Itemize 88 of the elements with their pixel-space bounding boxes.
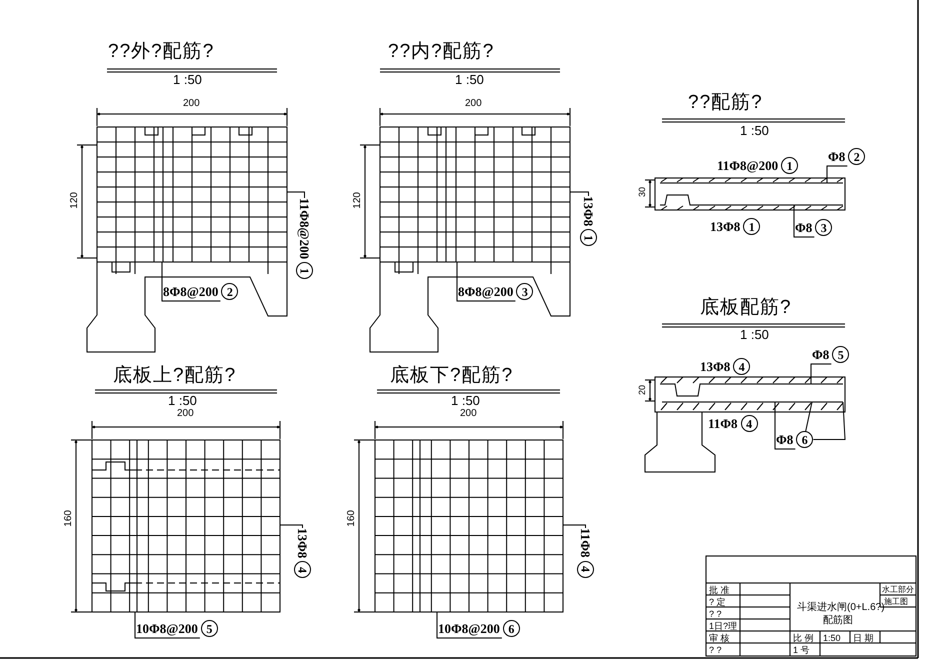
rebar-grid-drawing	[374, 440, 564, 612]
title-block-text: 1 号	[793, 646, 810, 655]
title-block-text: 1日?理	[709, 622, 738, 631]
rebar-line	[660, 182, 844, 184]
title-block-text: 比 例	[793, 634, 814, 643]
rebar-label: Φ8	[795, 221, 812, 234]
dimension-label: 200	[460, 409, 477, 419]
leader-line	[810, 364, 832, 384]
callout-number: 1	[580, 229, 597, 246]
rebar-label: 11Φ8	[708, 417, 738, 430]
leader-line	[570, 192, 589, 196]
rebar-line	[660, 194, 844, 206]
dimension-label: 20	[638, 385, 647, 396]
callout-number: 1	[296, 262, 313, 280]
rebar-grid-drawing	[92, 440, 280, 612]
callout-number: 3	[815, 219, 832, 236]
leader-line	[812, 402, 846, 440]
leader-line	[826, 166, 848, 184]
scale-label: 1 :50	[740, 124, 769, 137]
callout-number: 4	[577, 560, 594, 578]
title-block-text: ? ?	[709, 610, 722, 619]
callout-number: 6	[796, 431, 814, 448]
scale-label: 1 :50	[740, 328, 769, 341]
rebar-label: 13Φ8	[296, 528, 309, 558]
rebar-line	[660, 384, 844, 396]
rebar-label: 13Φ8	[700, 360, 730, 373]
scale-label: 1 :50	[451, 394, 480, 407]
callout-number: 1	[781, 157, 798, 174]
scale-label: 1 :50	[168, 394, 197, 407]
callout-number: 5	[200, 620, 218, 637]
rebar-label: 13Φ8	[582, 196, 595, 226]
title-block-text: 审 核	[709, 634, 730, 643]
callout-number: 4	[294, 561, 311, 578]
rebar-label: 11Φ8@200	[717, 159, 778, 172]
drawing-title: ??配筋?	[688, 93, 763, 112]
leader-line	[436, 612, 502, 638]
dimension-label: 160	[64, 510, 74, 527]
title-block-text: ? 定	[709, 598, 726, 607]
leader-line	[286, 192, 305, 198]
title-block-text: 施工图	[884, 598, 908, 606]
title-block-text: 日 期	[853, 634, 874, 643]
drawing-title: ??外?配筋?	[108, 42, 214, 61]
dimension-label: 120	[70, 192, 80, 209]
leader-line	[162, 262, 221, 302]
title-block-text: 水工部分	[882, 586, 914, 594]
drawing-title: 底板下?配筋?	[390, 366, 514, 385]
dimension-label: 30	[638, 187, 647, 198]
drawing-title: ??内?配筋?	[388, 42, 494, 61]
rebar-label: 8Φ8@200	[163, 285, 218, 298]
dimension-label: 200	[465, 99, 482, 109]
rebar-label: 8Φ8@200	[458, 285, 514, 298]
leader-line	[280, 524, 303, 528]
callout-number: 2	[848, 148, 866, 165]
rebar-label: Φ8	[812, 348, 830, 361]
drawing-title: 底板配筋?	[700, 298, 792, 317]
callout-number: 2	[221, 283, 238, 300]
rebar-label: 10Φ8@200	[438, 622, 500, 635]
rebar-grid-drawing	[380, 126, 570, 262]
callout-number: 5	[832, 346, 850, 363]
dimension-label: 200	[177, 409, 194, 419]
callout-number: 4	[733, 358, 750, 375]
leader-line	[774, 402, 796, 450]
rebar-grid-drawing	[96, 126, 288, 262]
callout-number: 1	[743, 218, 760, 235]
title-block-text: 配筋图	[823, 616, 853, 626]
callout-number: 6	[502, 620, 520, 637]
title-block-text: ? ?	[709, 646, 722, 655]
rebar-label: Φ8	[828, 150, 846, 163]
rebar-label: Φ8	[776, 433, 794, 446]
drawing-title: 底板上?配筋?	[113, 366, 236, 385]
rebar-label: 11Φ8	[579, 528, 592, 558]
scale-label: 1 :50	[455, 73, 484, 86]
dimension-label: 160	[347, 510, 357, 527]
callout-number: 3	[516, 283, 534, 300]
rebar-label: 11Φ8@200	[298, 198, 311, 260]
dimension-label: 120	[353, 192, 363, 209]
title-block-text: 批 准	[709, 586, 730, 595]
dimension-label: 200	[183, 99, 200, 109]
leader-line	[562, 524, 586, 528]
leader-line	[804, 402, 812, 434]
scale-label: 1 :50	[173, 73, 202, 86]
leader-line	[794, 204, 815, 238]
rebar-label: 10Φ8@200	[136, 622, 198, 635]
title-block-text: 1:50	[823, 634, 841, 643]
leader-line	[456, 262, 516, 302]
leader-line	[134, 612, 200, 638]
rebar-label: 13Φ8	[710, 220, 740, 233]
callout-number: 4	[740, 415, 758, 432]
